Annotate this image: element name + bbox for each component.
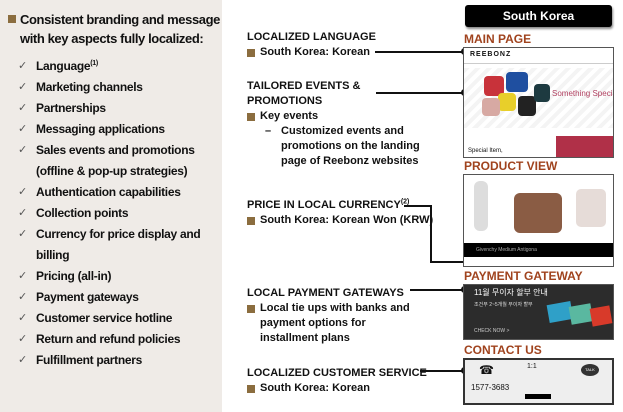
aspect-item: ✓Fulfillment partners xyxy=(18,350,244,371)
left-title: Consistent branding and message with key… xyxy=(8,10,244,48)
bag-image xyxy=(514,193,562,233)
aspect-list: ✓Language(1)✓Marketing channels✓Partners… xyxy=(18,56,244,371)
check-icon: ✓ xyxy=(18,228,27,240)
dash-icon: – xyxy=(265,125,272,137)
check-icon: ✓ xyxy=(18,102,27,114)
aspect-item: ✓Language(1) xyxy=(18,56,244,77)
check-icon: ✓ xyxy=(18,60,27,72)
connector-line xyxy=(420,370,465,372)
main-page-label: MAIN PAGE xyxy=(464,32,532,46)
check-icon: ✓ xyxy=(18,354,27,366)
bullet-square-icon xyxy=(247,49,255,57)
connector-line xyxy=(375,51,465,53)
bullet-square-icon xyxy=(247,305,255,313)
card-image xyxy=(589,305,613,327)
bullet-square-icon xyxy=(247,113,255,121)
aspect-item: billing xyxy=(36,248,70,262)
aspect-item: ✓Sales events and promotions xyxy=(18,140,244,161)
connector-line xyxy=(376,92,465,94)
check-icon: ✓ xyxy=(18,291,27,303)
aspect-item: ✓Collection points xyxy=(18,203,244,224)
aspect-item: ✓Return and refund policies xyxy=(18,329,244,350)
connector-line xyxy=(430,261,468,263)
payment-gateway-screenshot: 11월 무이자 할부 안내 조건부 2~5개월 무이자 할부 CHECK NOW… xyxy=(463,284,614,340)
check-icon: ✓ xyxy=(18,81,27,93)
country-header: South Korea xyxy=(465,5,612,27)
aspect-item: ✓Messaging applications xyxy=(18,119,244,140)
aspect-item: ✓Partnerships xyxy=(18,98,244,119)
bag-image xyxy=(498,93,516,111)
aspect-item: ✓Currency for price display and xyxy=(18,224,244,245)
price-local-currency: PRICE IN LOCAL CURRENCY(2) South Korea: … xyxy=(247,198,434,226)
check-icon: ✓ xyxy=(18,123,27,135)
left-content: Consistent branding and message with key… xyxy=(8,10,244,371)
contact-us-screenshot: ☎ 1577-3683 1:1 TALK xyxy=(463,358,614,405)
connector-line xyxy=(410,289,465,291)
bag-image xyxy=(518,96,536,116)
product-view-label: PRODUCT VIEW xyxy=(464,159,558,173)
connector-line xyxy=(430,205,432,262)
bag-image xyxy=(506,72,528,92)
main-page-screenshot: REEBONZ Something Special Special Item, xyxy=(463,47,614,158)
left-panel xyxy=(0,0,222,412)
check-icon: ✓ xyxy=(18,312,27,324)
localized-customer-service: LOCALIZED CUSTOMER SERVICE South Korea: … xyxy=(247,367,427,394)
bag-image xyxy=(482,98,500,116)
aspect-item: ✓Pricing (all-in) xyxy=(18,266,244,287)
contact-us-label: CONTACT US xyxy=(464,343,542,357)
check-icon: ✓ xyxy=(18,144,27,156)
bag-image xyxy=(534,84,550,102)
local-payment-gateways: LOCAL PAYMENT GATEWAYS Local tie ups wit… xyxy=(247,287,410,344)
bullet-square-icon xyxy=(8,15,16,23)
connector-line xyxy=(404,205,430,207)
aspect-item: ✓Payment gateways xyxy=(18,287,244,308)
bullet-square-icon xyxy=(247,385,255,393)
localized-language: LOCALIZED LANGUAGE South Korea: Korean xyxy=(247,31,376,58)
bullet-square-icon xyxy=(247,217,255,225)
tailored-events: TAILORED EVENTS & PROMOTIONS Key events … xyxy=(247,80,420,167)
aspect-item: ✓Customer service hotline xyxy=(18,308,244,329)
phone-icon: ☎ xyxy=(479,363,494,377)
product-view-screenshot: Givenchy Medium Antigona xyxy=(463,174,614,267)
bag-image xyxy=(484,76,504,96)
check-icon: ✓ xyxy=(18,333,27,345)
talk-icon: TALK xyxy=(581,364,599,376)
check-icon: ✓ xyxy=(18,207,27,219)
aspect-item: ✓Marketing channels xyxy=(18,77,244,98)
check-icon: ✓ xyxy=(18,270,27,282)
aspect-item: ✓Authentication capabilities xyxy=(18,182,244,203)
check-icon: ✓ xyxy=(18,186,27,198)
aspect-item: (offline & pop-up strategies) xyxy=(36,164,188,178)
payment-gateway-label: PAYMENT GATEWAY xyxy=(464,269,583,283)
